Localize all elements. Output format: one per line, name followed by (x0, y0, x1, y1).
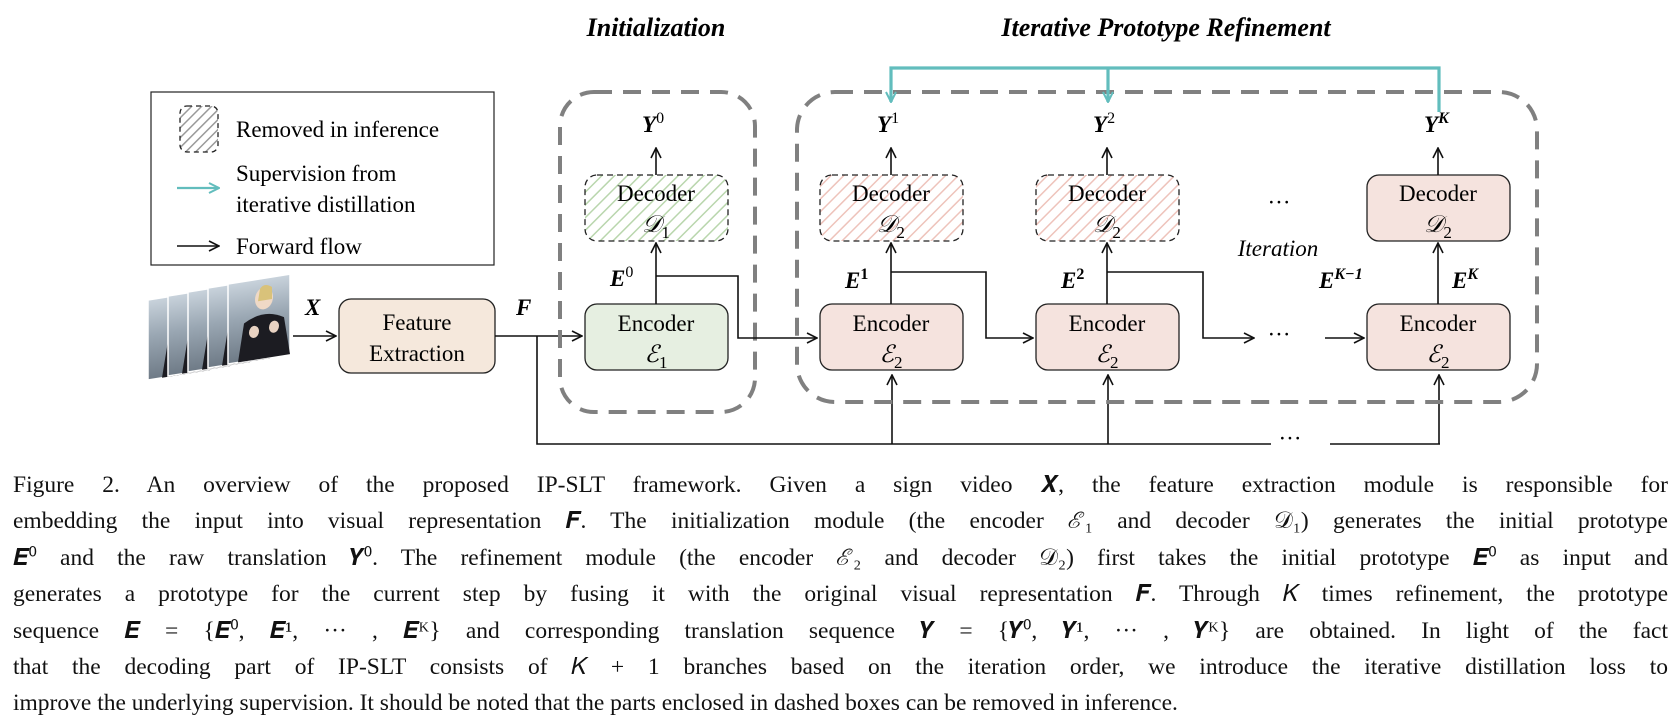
sign-video-frames (147, 273, 291, 381)
init-dashed-group (558, 90, 757, 414)
initialization-title: Initialization (586, 13, 726, 42)
refine-dashed-group (795, 90, 1539, 404)
flow-e0-to-encoder2 (656, 275, 817, 338)
decoder-1-label: Decoder (617, 181, 695, 206)
decoder-k: Decoder 𝒟2 (1366, 174, 1511, 242)
decoder-2: Decoder 𝒟2 (819, 174, 964, 242)
legend: Removed in inference Supervision from it… (150, 91, 495, 266)
top-ellipsis: ··· (1268, 190, 1291, 215)
prototype-e0: E0 (609, 264, 633, 291)
supervision-arrows (891, 66, 1441, 112)
output-y0: Y0 (642, 110, 664, 137)
caption-line: 𝑬⁰ and the raw translation 𝒀⁰. The refin… (13, 544, 1668, 571)
framework-diagram: Initialization Iterative Prototype Refin… (147, 13, 1539, 451)
encoder-2: Encoder ℰ2 (819, 303, 964, 372)
decoder-2-label: Decoder (852, 181, 930, 206)
caption-line: Figure 2. An overview of the proposed IP… (13, 472, 1668, 498)
flow-e1-to-encoder3 (891, 271, 1033, 338)
encoder-1-symbol: ℰ1 (644, 342, 667, 372)
figure-caption: Figure 2. An overview of the proposed IP… (13, 467, 1668, 722)
decoder-3-label: Decoder (1068, 181, 1146, 206)
legend-supervision-line1: Supervision from (236, 161, 396, 186)
legend-removed-label: Removed in inference (236, 117, 439, 142)
caption-line: improve the underlying supervision. It s… (13, 690, 1178, 717)
feature-extraction-line1: Feature (383, 310, 452, 335)
output-y1: Y1 (877, 110, 899, 137)
legend-supervision-line2: iterative distillation (236, 192, 416, 217)
input-x-label: X (304, 295, 321, 320)
encoder-1: Encoder ℰ1 (584, 303, 729, 372)
encoder-3-label: Encoder (1069, 311, 1146, 336)
caption-line: generates a prototype for the current st… (13, 581, 1668, 608)
encoder-k: Encoder ℰ2 (1366, 303, 1511, 372)
encoder-k-symbol: ℰ2 (1426, 342, 1449, 372)
prototype-ek-minus-1: EK−1 (1318, 266, 1363, 293)
caption-line: that the decoding part of IP-SLT consist… (13, 654, 1668, 681)
legend-hatch-swatch (179, 105, 219, 153)
iteration-label: Iteration (1237, 236, 1319, 261)
feature-bus-ellipsis: ··· (1279, 426, 1302, 451)
prototype-ek: EK (1451, 266, 1479, 293)
encoder-3-symbol: ℰ2 (1095, 342, 1118, 372)
decoder-1: Decoder 𝒟1 (584, 174, 729, 242)
legend-forward-label: Forward flow (236, 234, 362, 259)
feature-bus-line (536, 336, 1271, 445)
feature-f-label: F (515, 295, 531, 320)
output-y2: Y2 (1093, 110, 1115, 137)
encoder-2-label: Encoder (853, 311, 930, 336)
prototype-e1: E1 (844, 266, 868, 293)
feature-extraction-line2: Extraction (369, 341, 465, 366)
encoder-1-label: Encoder (618, 311, 695, 336)
decoder-3: Decoder 𝒟2 (1035, 174, 1180, 242)
flow-e2-to-ellipsis (1107, 271, 1254, 338)
refinement-title: Iterative Prototype Refinement (1000, 13, 1331, 42)
encoder-k-label: Encoder (1400, 311, 1477, 336)
decoder-k-label: Decoder (1399, 181, 1477, 206)
caption-line: embedding the input into visual represen… (13, 508, 1668, 535)
output-yk: YK (1424, 110, 1450, 137)
encoder-3: Encoder ℰ2 (1035, 303, 1180, 372)
caption-line: sequence 𝑬 = {𝑬⁰, 𝑬¹, ··· , 𝑬ᴷ} and corr… (13, 617, 1668, 644)
mid-ellipsis: ··· (1268, 322, 1291, 347)
decoder-2-symbol: 𝒟2 (877, 212, 905, 242)
encoder-2-symbol: ℰ2 (879, 342, 902, 372)
prototype-e2: E2 (1060, 266, 1084, 293)
